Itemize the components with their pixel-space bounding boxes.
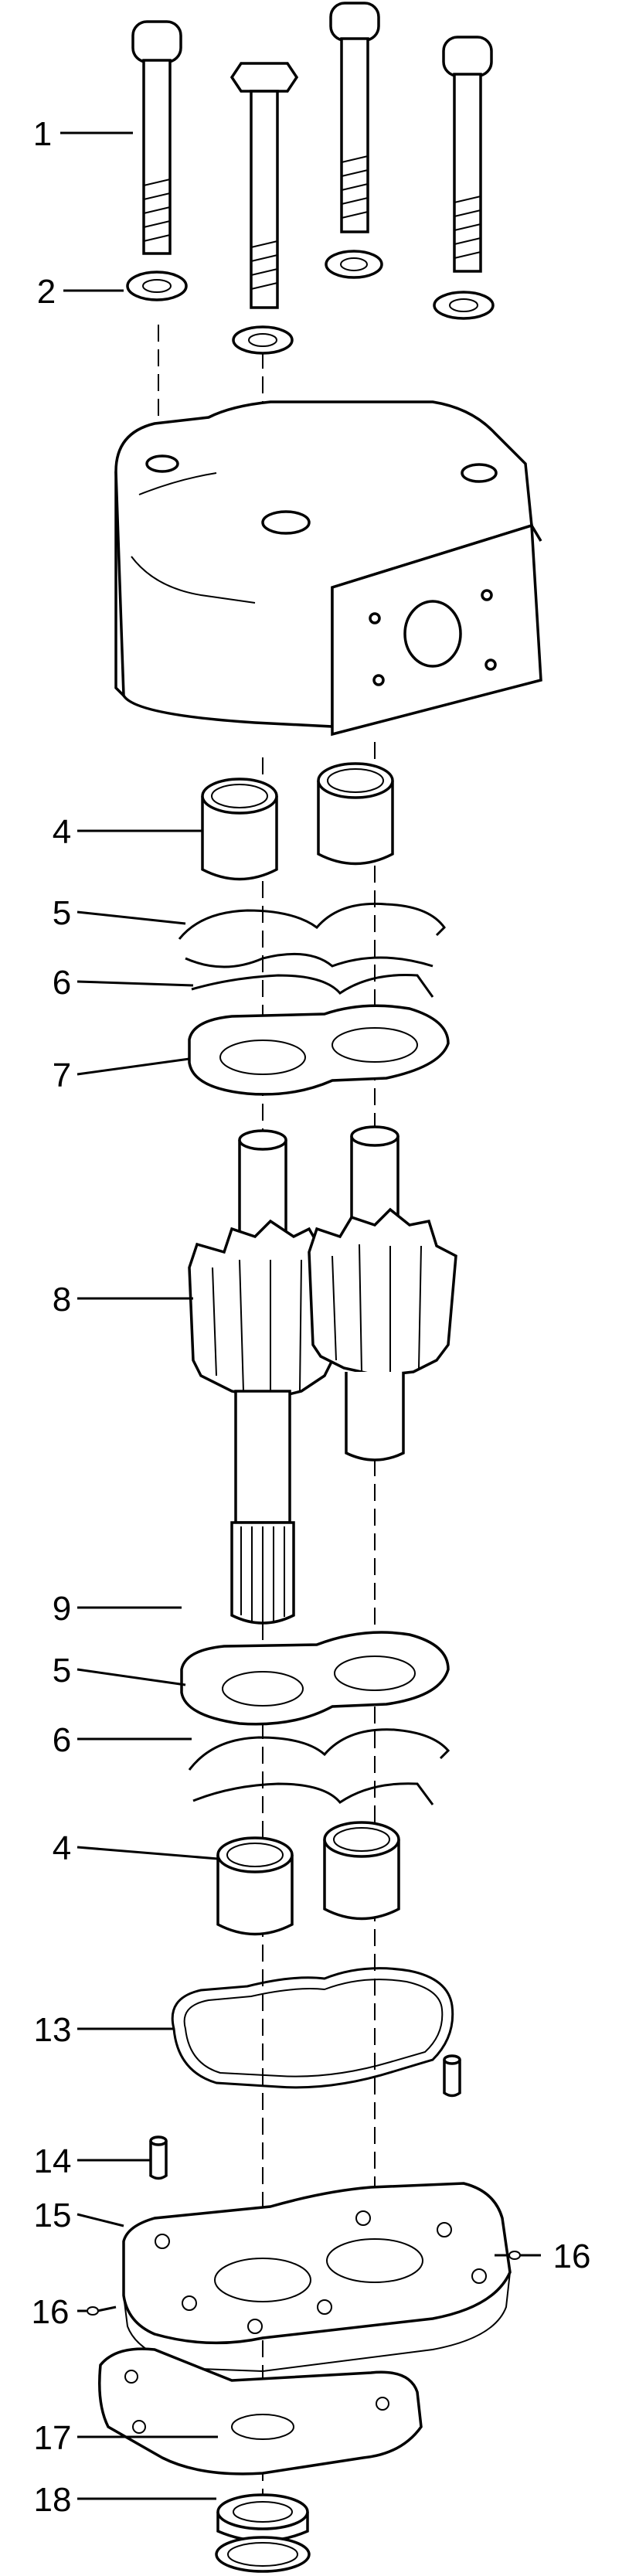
oil-seal xyxy=(216,2493,309,2543)
snap-ring xyxy=(215,2536,311,2573)
callout-8: 8 xyxy=(53,1281,71,1319)
leader-lines xyxy=(60,131,541,2500)
callout-15: 15 xyxy=(34,2197,72,2234)
callout-14: 14 xyxy=(34,2142,72,2180)
clip-and-seal-lower xyxy=(188,1728,450,1805)
callout-5-upper: 5 xyxy=(53,894,71,932)
callout-16-left: 16 xyxy=(32,2293,70,2331)
clip-and-seal-upper xyxy=(178,902,446,998)
dowel-pins xyxy=(149,2054,461,2180)
callout-4-lower: 4 xyxy=(53,1829,71,1867)
callout-labels: 1 2 4 5 6 7 8 9 5 6 4 13 14 15 16 16 17 … xyxy=(32,115,591,2519)
callout-16-right: 16 xyxy=(553,2237,591,2275)
bolt-3 xyxy=(329,2,380,233)
callout-2: 2 xyxy=(37,273,56,311)
callout-5-lower: 5 xyxy=(53,1652,71,1690)
callout-7: 7 xyxy=(53,1057,71,1094)
bushings-lower xyxy=(216,1821,400,1936)
thrust-plate-upper xyxy=(188,1004,450,1096)
callout-6-lower: 6 xyxy=(53,1721,71,1759)
callout-6-upper: 6 xyxy=(53,964,71,1002)
o-ring-gasket xyxy=(171,1967,454,2089)
callout-17: 17 xyxy=(34,2419,72,2457)
side-plate-lower xyxy=(180,1631,450,1726)
bolt-1 xyxy=(131,20,182,255)
callout-9: 9 xyxy=(53,1590,71,1628)
driven-gear xyxy=(308,1125,457,1462)
callout-4-upper: 4 xyxy=(53,813,71,851)
mounting-flange xyxy=(98,2347,423,2476)
drive-gear xyxy=(188,1129,342,1625)
bolt-4 xyxy=(442,36,493,273)
bushings-upper xyxy=(201,762,394,881)
bolt-2 xyxy=(230,62,299,309)
callout-18: 18 xyxy=(34,2481,72,2519)
pump-body xyxy=(114,400,542,737)
callout-1: 1 xyxy=(33,115,52,153)
callout-13: 13 xyxy=(34,2011,72,2049)
pump-cover xyxy=(122,2182,512,2373)
spring-washers xyxy=(126,250,495,355)
